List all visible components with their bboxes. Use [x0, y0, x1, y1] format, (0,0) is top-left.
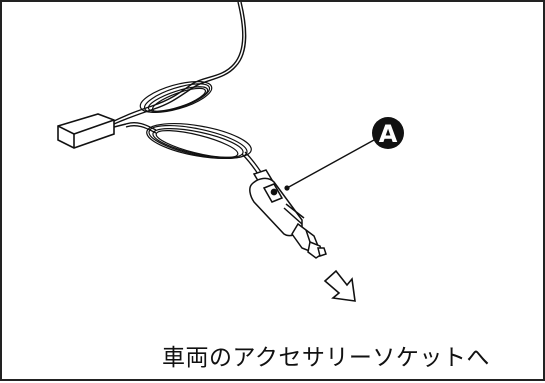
arrow-icon [323, 269, 356, 302]
upper-cable [111, 2, 247, 125]
upper-coil [139, 81, 213, 113]
caption-text: 車両のアクセサリーソケットへ [162, 345, 490, 371]
lighter-plug [249, 169, 327, 259]
callout-a: A [372, 117, 404, 149]
callout-leader [286, 139, 375, 189]
lower-coil [146, 122, 252, 160]
callout-a-label: A [379, 120, 398, 148]
adapter-box [57, 113, 127, 149]
callout-dot [284, 185, 290, 191]
middle-cable [125, 122, 157, 134]
